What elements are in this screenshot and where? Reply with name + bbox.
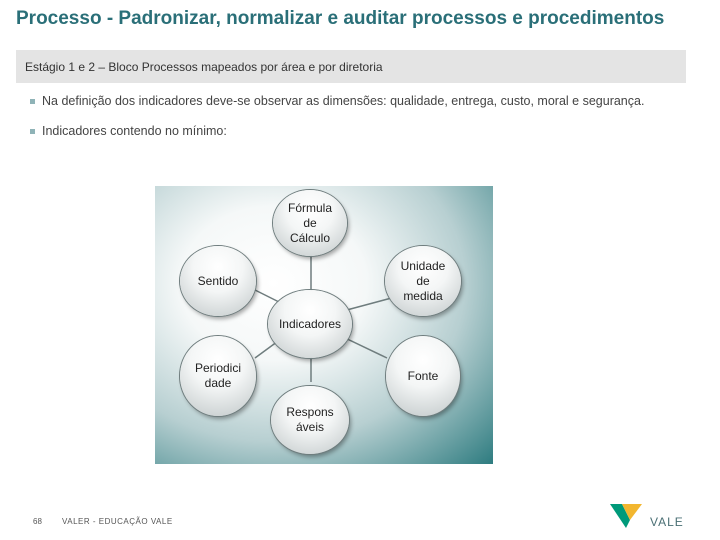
- bullet-list: Na definição dos indicadores deve-se obs…: [30, 93, 670, 153]
- footer-text: VALER - EDUCAÇÃO VALE: [62, 517, 173, 526]
- bullet-marker-icon: [30, 129, 35, 134]
- bullet-item: Na definição dos indicadores deve-se obs…: [30, 93, 670, 109]
- node-periodicidade: Periodici dade: [180, 336, 256, 416]
- logo-yellow-shape: [622, 504, 642, 520]
- vale-logo-icon: VALE: [610, 504, 684, 529]
- node-fonte: Fonte: [386, 336, 460, 416]
- page-number: 68: [33, 517, 42, 526]
- subtitle-text: Estágio 1 e 2 – Bloco Processos mapeados…: [25, 60, 383, 74]
- page-title: Processo - Padronizar, normalizar e audi…: [16, 8, 665, 29]
- logo-text: VALE: [650, 515, 684, 529]
- bullet-item: Indicadores contendo no mínimo:: [30, 123, 670, 139]
- node-unidade: Unidade de medida: [385, 246, 461, 316]
- connector-fonte: [340, 335, 388, 359]
- bullet-marker-icon: [30, 99, 35, 104]
- node-indicadores: Indicadores: [268, 290, 352, 358]
- node-sentido: Sentido: [180, 246, 256, 316]
- node-responsaveis: Respons áveis: [271, 386, 349, 454]
- indicator-diagram: Fórmula de Cálculo Unidade de medida Sen…: [155, 186, 493, 464]
- bullet-text: Indicadores contendo no mínimo:: [42, 124, 227, 138]
- bullet-text: Na definição dos indicadores deve-se obs…: [42, 94, 645, 108]
- subtitle-bar: Estágio 1 e 2 – Bloco Processos mapeados…: [16, 50, 686, 83]
- node-formula: Fórmula de Cálculo: [273, 190, 347, 256]
